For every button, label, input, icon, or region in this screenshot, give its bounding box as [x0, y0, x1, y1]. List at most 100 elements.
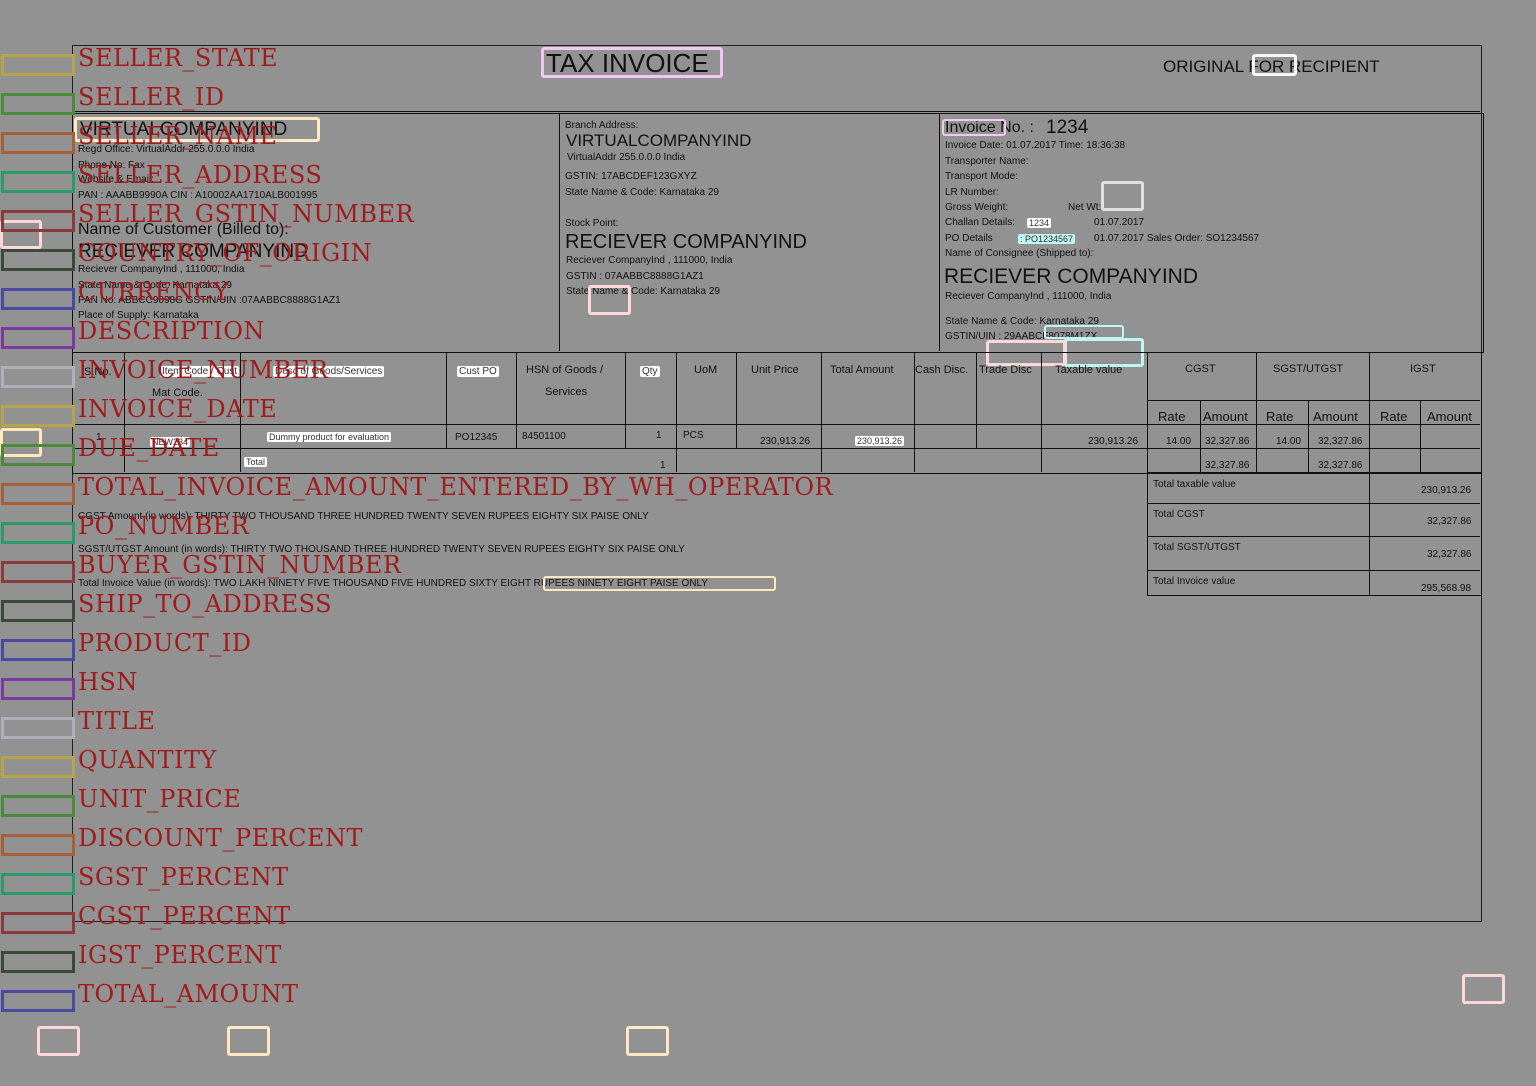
- legend-label: HSN: [78, 668, 138, 696]
- col-divider: [1200, 400, 1201, 472]
- row-total-amount: 230,913.26: [855, 436, 905, 446]
- summary-divider: [1147, 536, 1480, 537]
- stray-box: [588, 285, 631, 315]
- invoice-date: Invoice Date: 01.07.2017 Time: 18:36:38: [945, 140, 1126, 151]
- col-divider: [1420, 400, 1421, 472]
- legend-label: SHIP_TO_ADDRESS: [78, 590, 333, 618]
- seller-name: VIRTUALCOMPANYIND: [80, 119, 288, 140]
- net-weight: Net Wt:: [1068, 202, 1102, 213]
- row-hsn: 84501100: [522, 431, 566, 442]
- legend-swatch: [1, 483, 75, 505]
- col-trade-disc: Trade Disc: [979, 364, 1032, 376]
- row-taxable-value: 230,913.26: [1088, 436, 1139, 447]
- legend-swatch: [1, 717, 75, 739]
- invoice-number: 1234: [1046, 117, 1089, 138]
- col-divider: [821, 352, 822, 472]
- legend-label: INVOICE_DATE: [78, 395, 278, 423]
- col-divider: [625, 352, 626, 448]
- branch-address: VirtualAddr 255.0.0.0 India: [567, 152, 686, 163]
- sgst-amount-header: Amount: [1313, 409, 1358, 424]
- row-cgst-amount: 32,327.86: [1205, 436, 1250, 447]
- legend-label: CGST_PERCENT: [78, 902, 291, 930]
- col-hsn-services: Services: [545, 386, 588, 398]
- customer-name: RECIEVER COMPANYIND: [78, 241, 308, 262]
- for-highlight: [1252, 54, 1297, 76]
- invoice-title: TAX INVOICE: [546, 48, 709, 78]
- stray-box: [0, 220, 42, 249]
- gross-weight: Gross Weight:: [945, 202, 1009, 213]
- header-divider: [72, 111, 1480, 112]
- row-qty: 1: [656, 430, 662, 441]
- col-divider: [976, 352, 977, 448]
- total-row-qty: 1: [660, 460, 666, 471]
- legend-label: CURRENCY: [78, 278, 230, 306]
- total-row-sgst: 32,327.86: [1318, 460, 1363, 471]
- net-weight-highlight: [1101, 181, 1144, 211]
- consignee-heading: Name of Consignee (Shipped to):: [945, 248, 1094, 259]
- stock-receiver-gstin: GSTIN : 07AABBC8888G1AZ1: [566, 271, 704, 282]
- legend-swatch: [1, 990, 75, 1012]
- summary-cgst-value: 32,327.86: [1427, 516, 1472, 527]
- legend-swatch: [1, 93, 75, 115]
- legend-swatch: [1, 834, 75, 856]
- lr-number: LR Number:: [945, 187, 999, 198]
- col-sno: S.No.: [84, 366, 112, 378]
- cgst-amount-header: Amount: [1203, 409, 1248, 424]
- summary-sgst-label: Total SGST/UTGST: [1153, 542, 1241, 553]
- place-of-supply: Place of Supply: Karnataka: [78, 310, 199, 321]
- legend-swatch: [1, 405, 75, 427]
- tax-subheader-line: [1147, 400, 1480, 401]
- summary-invoice-label: Total Invoice value: [1153, 576, 1236, 587]
- legend-label: TOTAL_INVOICE_AMOUNT_ENTERED_BY_WH_OPERA…: [78, 473, 834, 501]
- row-cgst-rate: 14.00: [1166, 436, 1192, 447]
- consignee-state: State Name & Code: Karnataka 29: [945, 316, 1099, 327]
- branch-heading: Branch Address:: [565, 120, 639, 131]
- legend-label: PRODUCT_ID: [78, 629, 252, 657]
- summary-invoice-value: 295,568.98: [1421, 583, 1472, 594]
- col-hsn: HSN of Goods /: [526, 364, 604, 376]
- summary-taxable-value: 230,913.26: [1421, 485, 1472, 496]
- legend-swatch: [1, 327, 75, 349]
- legend-swatch: [1, 756, 75, 778]
- gstin-highlight-3: [986, 340, 1066, 366]
- legend-swatch: [1, 288, 75, 310]
- col-divider: [124, 352, 125, 472]
- legend-label: DISCOUNT_PERCENT: [78, 824, 364, 852]
- summary-box: [1147, 472, 1482, 596]
- stock-point: Stock Point:: [565, 218, 619, 229]
- legend-label: INVOICE_NUMBER: [78, 356, 329, 384]
- legend-swatch: [1, 366, 75, 388]
- igst-amount-header: Amount: [1427, 409, 1472, 424]
- po-details-label: PO Details: [945, 233, 993, 244]
- col-divider: [736, 352, 737, 448]
- col-taxable-value: Taxable value: [1055, 364, 1123, 376]
- col-divider: [914, 352, 915, 472]
- summary-sgst-value: 32,327.86: [1427, 549, 1472, 560]
- po-rest: 01.07.2017 Sales Order: SO1234567: [1094, 233, 1260, 244]
- sgst-in-words: SGST/UTGST Amount (in words): THIRTY TWO…: [78, 544, 685, 555]
- legend-swatch: [1, 912, 75, 934]
- legend-label: BUYER_GSTIN_NUMBER: [78, 551, 402, 579]
- title-highlight: [541, 47, 723, 78]
- legend-label: SELLER_NAME: [78, 122, 278, 150]
- legend-swatch: [1, 522, 75, 544]
- col-divider: [1256, 352, 1257, 472]
- legend-label: SELLER_ADDRESS: [78, 161, 323, 189]
- legend-label: SELLER_STATE: [78, 44, 279, 72]
- legend-swatch: [1, 210, 75, 232]
- stray-box: [0, 428, 42, 457]
- summary-divider: [1147, 503, 1480, 504]
- legend-label: UNIT_PRICE: [78, 785, 242, 813]
- seller-phone: Phone No: Fax: [78, 160, 145, 171]
- col-mat-code: Mat Code.: [152, 387, 203, 399]
- sgst-rate-header: Rate: [1266, 409, 1294, 424]
- address-divider-2: [939, 113, 940, 351]
- stray-box: [1462, 974, 1505, 1004]
- row-description: Dummy product for evaluation: [267, 432, 392, 442]
- row-sgst-amount: 32,327.86: [1318, 436, 1363, 447]
- stock-receiver-address: Reciever CompanyInd , 111000, India: [566, 255, 733, 266]
- branch-state: State Name & Code: Karnataka 29: [565, 187, 719, 198]
- col-qty: Qty: [640, 366, 660, 377]
- branch-gstin: GSTIN: 17ABCDEF123GXYZ: [565, 171, 697, 182]
- summary-cgst-label: Total CGST: [1153, 509, 1205, 520]
